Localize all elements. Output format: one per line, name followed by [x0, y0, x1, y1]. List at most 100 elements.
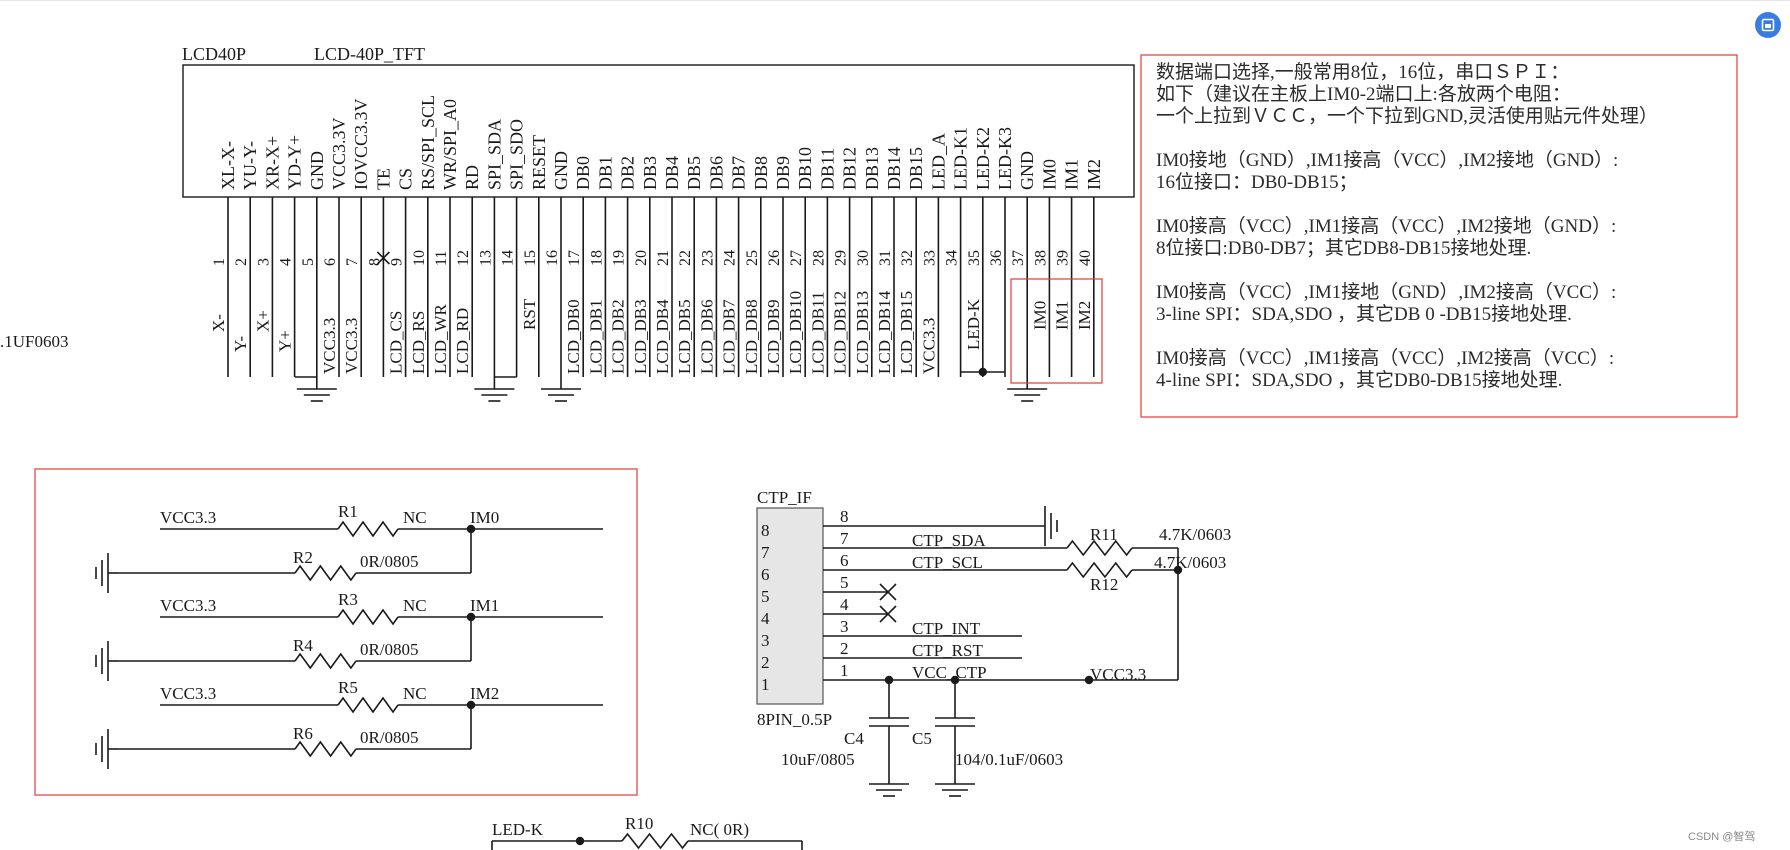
led-k-junction [978, 367, 987, 377]
ctp-pin-number-inner: 4 [761, 609, 770, 628]
lcd-pin-name: IM1 [1062, 159, 1082, 190]
lcd-net-label: LCD_DB9 [764, 299, 783, 374]
lcd-pin-number: 2 [233, 258, 250, 266]
ctp-pin-number: 4 [840, 595, 849, 614]
lcd-net-label: LCD_DB5 [675, 299, 694, 374]
ctp-net-label: CTP_SDA [912, 531, 986, 550]
lcd-net-label: LED-K [964, 298, 983, 350]
lcd-pin-number: 27 [788, 250, 805, 266]
lcd-net-label: X+ [253, 310, 272, 332]
lcd-net-label: LCD_DB4 [653, 299, 672, 374]
lcd-pin-number: 22 [677, 250, 694, 266]
im-net-label: IM2 [470, 684, 499, 703]
lcd-net-label: Y- [231, 336, 250, 352]
lcd-net-label: Y+ [276, 330, 295, 352]
resistor-R2 [294, 564, 357, 582]
lcd-pin-name: DB11 [817, 148, 837, 190]
lcd-net-label: LCD_DB10 [786, 291, 805, 374]
lcd-net-label: VCC3.3 [320, 318, 339, 374]
resistor-value: NC [403, 596, 427, 615]
resistor-ref: R6 [293, 724, 313, 743]
ctp-pin-number: 2 [840, 639, 849, 658]
lcd-pin-number: 21 [655, 250, 672, 266]
lcd-net-label: LCD_DB8 [742, 299, 761, 374]
lcd-pin-name: RD [462, 165, 482, 190]
lcd-pin-name: WR/SPI_A0 [440, 99, 460, 190]
lcd-pin-number: 16 [544, 250, 561, 266]
no-connect-mark [879, 583, 897, 601]
lcd-net-label: LCD_DB13 [853, 291, 872, 374]
ctp-net-label: VCC_CTP [912, 663, 987, 682]
im-pins-highlight [1010, 278, 1103, 384]
ctp-pin-number: 8 [840, 507, 849, 526]
lcd-pin-name: RS/SPI_SCL [418, 95, 438, 190]
lcd-net-label: IM2 [1075, 301, 1094, 330]
ctp-pin-number-inner: 5 [761, 587, 770, 606]
lcd-pin-name: LED-K2 [973, 127, 993, 190]
resistor-value: 0R/0805 [360, 552, 419, 571]
lcd-ref-label: LCD40P [182, 44, 246, 64]
no-connect-mark [376, 251, 390, 265]
resistor-value: 4.7K/0603 [1154, 553, 1226, 572]
resistor-value: 0R/0805 [360, 640, 419, 659]
lcd-pin-number: 18 [588, 250, 605, 266]
lcd-pin-name: DB7 [729, 156, 749, 190]
lcd-net-label: LCD_DB1 [586, 299, 605, 374]
lcd-pin-name: DB5 [684, 156, 704, 190]
lcd-pin-number: 26 [766, 250, 783, 266]
lcd-pin-number: 13 [477, 250, 494, 266]
lcd-pin-number: 8 [366, 258, 383, 266]
lcd-pin-name: GND [307, 151, 327, 190]
im-net-label: IM1 [470, 596, 499, 615]
lcd-pin-number: 10 [411, 250, 428, 266]
lcd-pin-number: 9 [389, 258, 406, 266]
lcd-pin-number: 5 [300, 258, 317, 266]
lcd-pin-number: 24 [722, 250, 739, 266]
lcd-pin-number: 34 [944, 250, 961, 266]
lcd-pin-name: TE [373, 168, 393, 190]
led-k-net-label: LED-K [492, 820, 544, 839]
lcd-net-label: LCD_DB15 [897, 291, 916, 374]
ctp-pin-number: 3 [840, 617, 849, 636]
lcd-pin-name: IM0 [1039, 159, 1059, 190]
page-top-border [0, 0, 1790, 1]
lcd-pin-number: 15 [522, 250, 539, 266]
lcd-pin-name: DB2 [618, 156, 638, 190]
floating-action-button[interactable] [1755, 12, 1781, 38]
resistor-R5 [337, 696, 399, 714]
ctp-pin-number: 6 [840, 551, 849, 570]
lcd-pin-number: 39 [1055, 250, 1072, 266]
resistor-R12 [1066, 561, 1133, 579]
lcd-pin-number: 19 [611, 250, 628, 266]
watermark: CSDN @智驾 [1688, 831, 1756, 843]
im-vcc-label: VCC3.3 [160, 596, 216, 615]
lcd-pin-name: GND [551, 151, 571, 190]
lcd-pin-name: SPI_SDA [484, 119, 504, 190]
resistor-R6 [294, 740, 357, 758]
notes-highlight-box [1140, 54, 1738, 418]
resistor-R11 [1066, 539, 1133, 557]
lcd-net-label: LCD_CS [387, 311, 406, 374]
resistor-value: 0R/0805 [360, 728, 419, 747]
im-net-label: IM0 [470, 508, 499, 527]
lcd-connector-body [182, 64, 1135, 198]
lcd-pin-name: DB15 [906, 147, 926, 190]
lcd-net-label: VCC3.3 [919, 318, 938, 374]
lcd-pin-number: 33 [921, 250, 938, 266]
lcd-pin-number: 28 [810, 250, 827, 266]
lcd-pin-number: 14 [500, 250, 517, 266]
lcd-net-label: IM0 [1030, 301, 1049, 330]
resistor-value: NC [403, 684, 427, 703]
lcd-pin-name: DB12 [840, 147, 860, 190]
lcd-pin-number: 6 [322, 258, 339, 266]
resistor-ref: R4 [293, 636, 313, 655]
lcd-pin-number: 23 [699, 250, 716, 266]
resistor-R10 [621, 832, 689, 850]
lcd-net-label: VCC3.3 [342, 318, 361, 374]
lcd-pin-number: 40 [1077, 250, 1094, 266]
lcd-pin-number: 7 [344, 258, 361, 266]
ctp-pin-number-inner: 7 [761, 543, 770, 562]
lcd-pin-name: DB1 [595, 156, 615, 190]
resistor-value: NC [403, 508, 427, 527]
